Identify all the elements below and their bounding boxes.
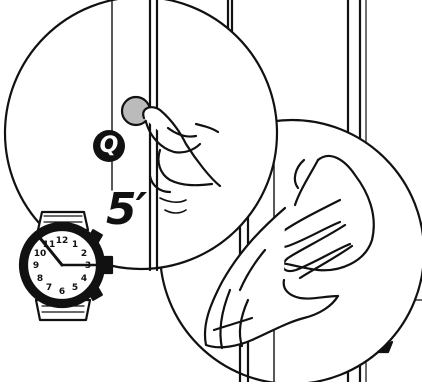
step-badge: Q: [93, 130, 125, 162]
dial-number: 7: [46, 283, 52, 293]
dial-number: 3: [85, 261, 91, 271]
dial-number: 4: [81, 274, 87, 284]
dial-number: 5: [72, 283, 78, 293]
dial-number: 10: [34, 249, 47, 259]
dial-number: 1: [72, 240, 78, 250]
dial-number: 11: [43, 240, 56, 250]
dial-number: 6: [59, 287, 65, 297]
dial-number: 9: [33, 261, 39, 271]
dial-number: 2: [81, 249, 87, 259]
duration-label: 5′: [106, 188, 146, 232]
dial-number: 8: [37, 274, 43, 284]
dial-number: 12: [56, 236, 69, 246]
